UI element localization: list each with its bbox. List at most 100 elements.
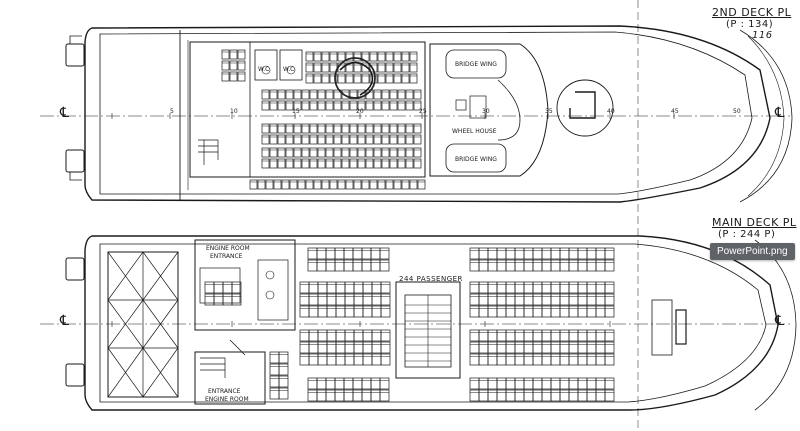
- seat: [307, 377, 318, 390]
- seat: [317, 123, 326, 134]
- seat: [317, 329, 328, 342]
- seat: [541, 353, 552, 366]
- seat: [337, 179, 346, 190]
- seat: [299, 353, 310, 366]
- seat: [505, 329, 516, 342]
- frame-number-20: 20: [356, 108, 364, 115]
- seat: [313, 73, 322, 84]
- seat: [341, 158, 350, 169]
- seat: [335, 329, 346, 342]
- seat: [577, 389, 588, 402]
- wc-label-right: W.C: [283, 66, 295, 73]
- seat: [487, 293, 498, 306]
- seat: [409, 51, 418, 62]
- seat: [377, 51, 386, 62]
- seat: [469, 353, 480, 366]
- seat: [305, 73, 314, 84]
- seat: [409, 62, 418, 73]
- seat: [496, 259, 507, 272]
- seat: [595, 353, 606, 366]
- seat: [365, 123, 374, 134]
- seat: [333, 158, 342, 169]
- seat: [301, 100, 310, 111]
- seat: [401, 73, 410, 84]
- bridge-wing-bottom-label: BRIDGE WING: [455, 156, 497, 163]
- seat: [514, 247, 525, 260]
- seat: [550, 247, 561, 260]
- seat: [353, 305, 364, 318]
- seat: [532, 353, 543, 366]
- seat: [478, 389, 489, 402]
- seat: [541, 377, 552, 390]
- seat: [325, 247, 336, 260]
- seat: [231, 281, 242, 294]
- seat: [333, 100, 342, 111]
- seat: [257, 179, 266, 190]
- seat: [345, 179, 354, 190]
- seat: [278, 351, 289, 364]
- seat: [413, 89, 422, 100]
- seat: [293, 89, 302, 100]
- seat: [586, 247, 597, 260]
- seat: [326, 305, 337, 318]
- seat: [595, 259, 606, 272]
- seat: [550, 377, 561, 390]
- seat: [335, 281, 346, 294]
- seat: [532, 247, 543, 260]
- seat: [469, 247, 480, 260]
- seat: [365, 134, 374, 145]
- seat: [586, 281, 597, 294]
- seat: [595, 341, 606, 354]
- seat: [370, 389, 381, 402]
- seat: [505, 247, 516, 260]
- seat: [405, 123, 414, 134]
- seat: [604, 329, 615, 342]
- seat: [405, 147, 414, 158]
- seat: [343, 259, 354, 272]
- seat: [380, 329, 391, 342]
- seat: [478, 247, 489, 260]
- seat: [261, 100, 270, 111]
- seat: [269, 363, 280, 376]
- seat: [293, 134, 302, 145]
- seat: [309, 147, 318, 158]
- seat: [385, 179, 394, 190]
- seat: [325, 389, 336, 402]
- seat: [285, 89, 294, 100]
- seat: [405, 100, 414, 111]
- entrance-bottom-label: ENTRANCE: [208, 388, 241, 395]
- seat: [568, 353, 579, 366]
- frame-number-35: 35: [545, 108, 553, 115]
- seat: [326, 281, 337, 294]
- seat: [307, 389, 318, 402]
- seat: [371, 353, 382, 366]
- seat: [325, 134, 334, 145]
- seat: [550, 305, 561, 318]
- seat: [308, 293, 319, 306]
- seat: [334, 259, 345, 272]
- seat: [487, 259, 498, 272]
- frame-number-40: 40: [607, 108, 615, 115]
- seat: [568, 281, 579, 294]
- seat: [514, 305, 525, 318]
- seat: [325, 158, 334, 169]
- seat: [237, 60, 246, 71]
- seat: [353, 73, 362, 84]
- seat: [341, 134, 350, 145]
- seat: [373, 134, 382, 145]
- seat: [299, 305, 310, 318]
- seat: [316, 259, 327, 272]
- seat: [379, 259, 390, 272]
- seat: [293, 123, 302, 134]
- seat: [321, 51, 330, 62]
- frame-number-5: 5: [170, 108, 174, 115]
- seat: [380, 293, 391, 306]
- seat: [369, 51, 378, 62]
- seat: [361, 377, 372, 390]
- seat: [393, 73, 402, 84]
- seat: [285, 158, 294, 169]
- frame-number-30: 30: [482, 108, 490, 115]
- seat: [362, 341, 373, 354]
- seat: [299, 329, 310, 342]
- seat: [514, 329, 525, 342]
